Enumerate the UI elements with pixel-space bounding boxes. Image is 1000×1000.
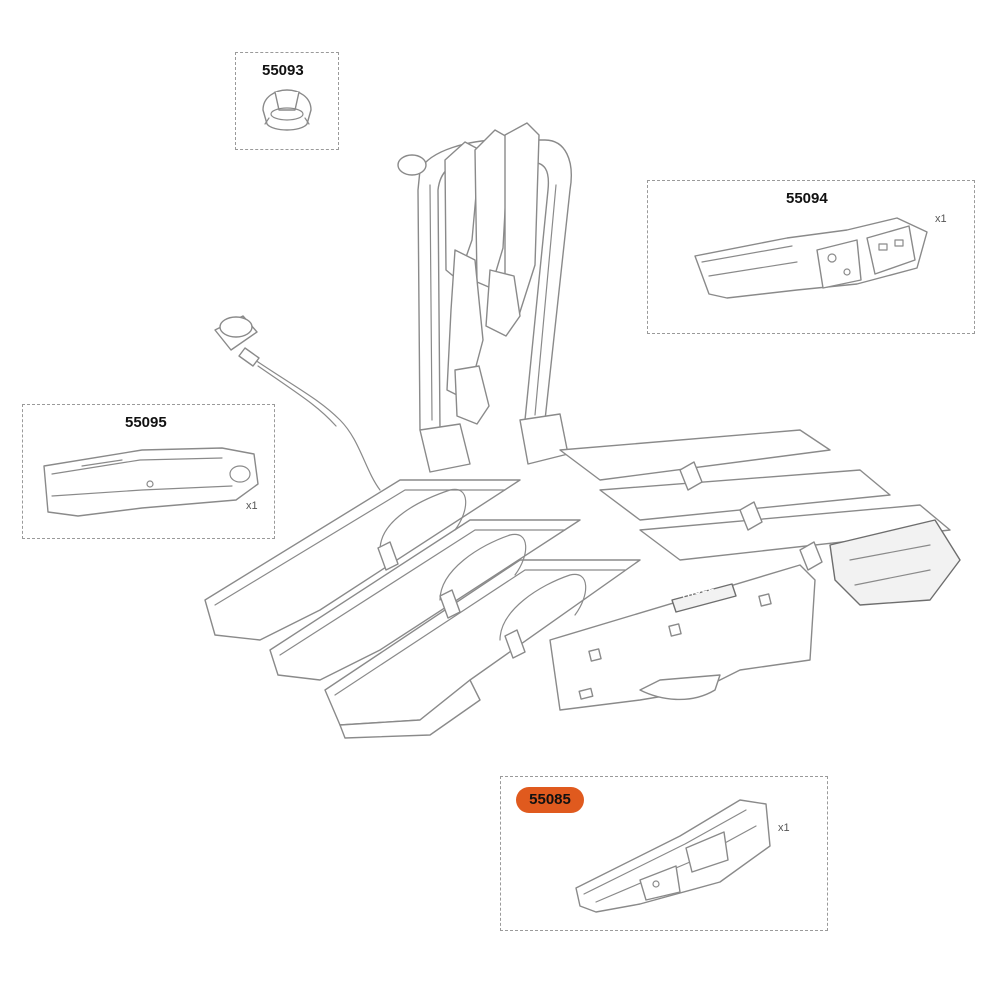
wheel-trays [204, 429, 961, 739]
part-55085-drawing [575, 799, 771, 913]
part-55085-number: 55085 [529, 791, 571, 808]
electrical-plug-cable [214, 315, 381, 491]
part-55093-box[interactable] [235, 52, 339, 150]
part-55085-highlight-badge[interactable]: 55085 [516, 787, 584, 813]
part-55095-box[interactable] [22, 404, 275, 539]
part-55094-box[interactable] [647, 180, 975, 334]
part-55085-box[interactable] [500, 776, 828, 931]
part-55085-quantity: x1 [778, 822, 790, 834]
upright-frame [397, 122, 572, 473]
part-55095-number: 55095 [125, 414, 167, 431]
part-55093-drawing [262, 89, 312, 131]
part-55095-quantity: x1 [246, 500, 258, 512]
part-55094-quantity: x1 [935, 213, 947, 225]
part-55094-drawing [694, 217, 928, 299]
wheel-straps [377, 461, 823, 659]
part-55094-number: 55094 [786, 190, 828, 207]
part-55093-number: 55093 [262, 62, 304, 79]
part-55095-drawing [43, 447, 259, 517]
number-plate-board [549, 564, 816, 711]
